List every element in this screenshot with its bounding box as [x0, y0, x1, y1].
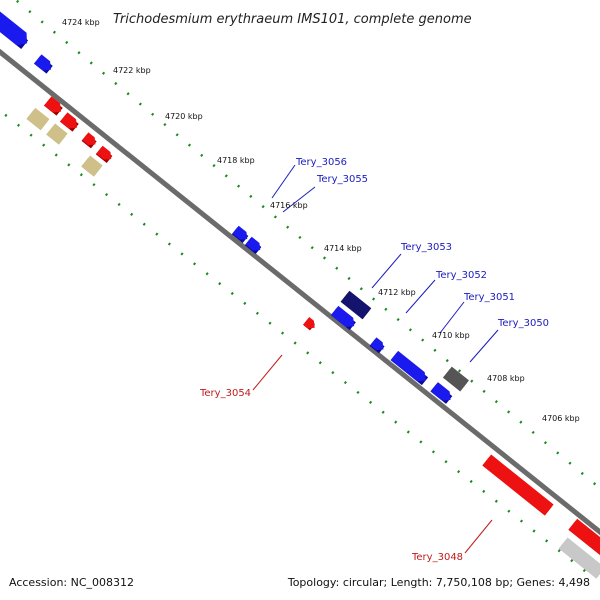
scale-label: 4722 kbp — [113, 66, 151, 75]
rna-gene[interactable] — [46, 123, 68, 145]
gene-tery-3048[interactable] — [482, 454, 554, 516]
gene-label-tery-3052[interactable]: Tery_3052 — [435, 270, 487, 281]
label-callouts — [252, 164, 499, 554]
gene-label-tery-3050[interactable]: Tery_3050 — [497, 318, 549, 329]
scale-label: 4724 kbp — [62, 18, 100, 27]
gene-tery-3051[interactable] — [443, 366, 469, 392]
scale-label: 4706 kbp — [542, 414, 580, 423]
reverse-gene[interactable] — [95, 145, 115, 164]
reverse-gene[interactable] — [60, 112, 81, 132]
scale-label: 4718 kbp — [217, 156, 255, 165]
forward-gene[interactable] — [34, 54, 55, 74]
scale-label: 4720 kbp — [165, 112, 203, 121]
inner-tick-track — [0, 109, 591, 576]
map-title: Trichodesmium erythraeum IMS101, complet… — [113, 12, 472, 27]
gene-label-tery-3056[interactable]: Tery_3056 — [295, 157, 347, 168]
gene-tery-3055[interactable] — [330, 305, 358, 331]
gene-tery-3056[interactable] — [340, 290, 372, 320]
rna-gene[interactable] — [81, 155, 103, 177]
reverse-gene[interactable] — [81, 132, 99, 149]
forward-gene[interactable] — [244, 236, 264, 255]
scale-label: 4708 kbp — [487, 374, 525, 383]
forward-gene-top-left[interactable] — [0, 11, 32, 49]
gene-tery-3052[interactable] — [390, 350, 430, 386]
scale-label: 4714 kbp — [324, 244, 362, 253]
gene-label-tery-3054[interactable]: Tery_3054 — [199, 388, 251, 399]
gene-label-tery-3053[interactable]: Tery_3053 — [400, 242, 452, 253]
forward-gene[interactable] — [231, 225, 251, 244]
gene-tery-3050[interactable] — [430, 382, 454, 404]
reverse-gene[interactable] — [44, 96, 65, 116]
gene-tery-3054[interactable] — [302, 316, 318, 332]
outer-tick-track — [13, 0, 600, 490]
reverse-gene[interactable] — [568, 518, 600, 558]
gene-label-tery-3048[interactable]: Tery_3048 — [411, 552, 463, 563]
gene-label-tery-3055[interactable]: Tery_3055 — [316, 174, 368, 185]
topology-text: Topology: circular; Length: 7,750,108 bp… — [287, 576, 590, 589]
grey-gene[interactable] — [558, 537, 600, 579]
scale-label: 4712 kbp — [378, 288, 416, 297]
scale-label: 4710 kbp — [432, 331, 470, 340]
genome-backbone — [0, 48, 600, 536]
gene-label-tery-3051[interactable]: Tery_3051 — [463, 292, 515, 303]
gene-tery-3053[interactable] — [369, 337, 387, 354]
scale-label: 4716 kbp — [270, 201, 308, 210]
rna-gene[interactable] — [26, 107, 50, 131]
accession-text: Accession: NC_008312 — [9, 576, 134, 589]
